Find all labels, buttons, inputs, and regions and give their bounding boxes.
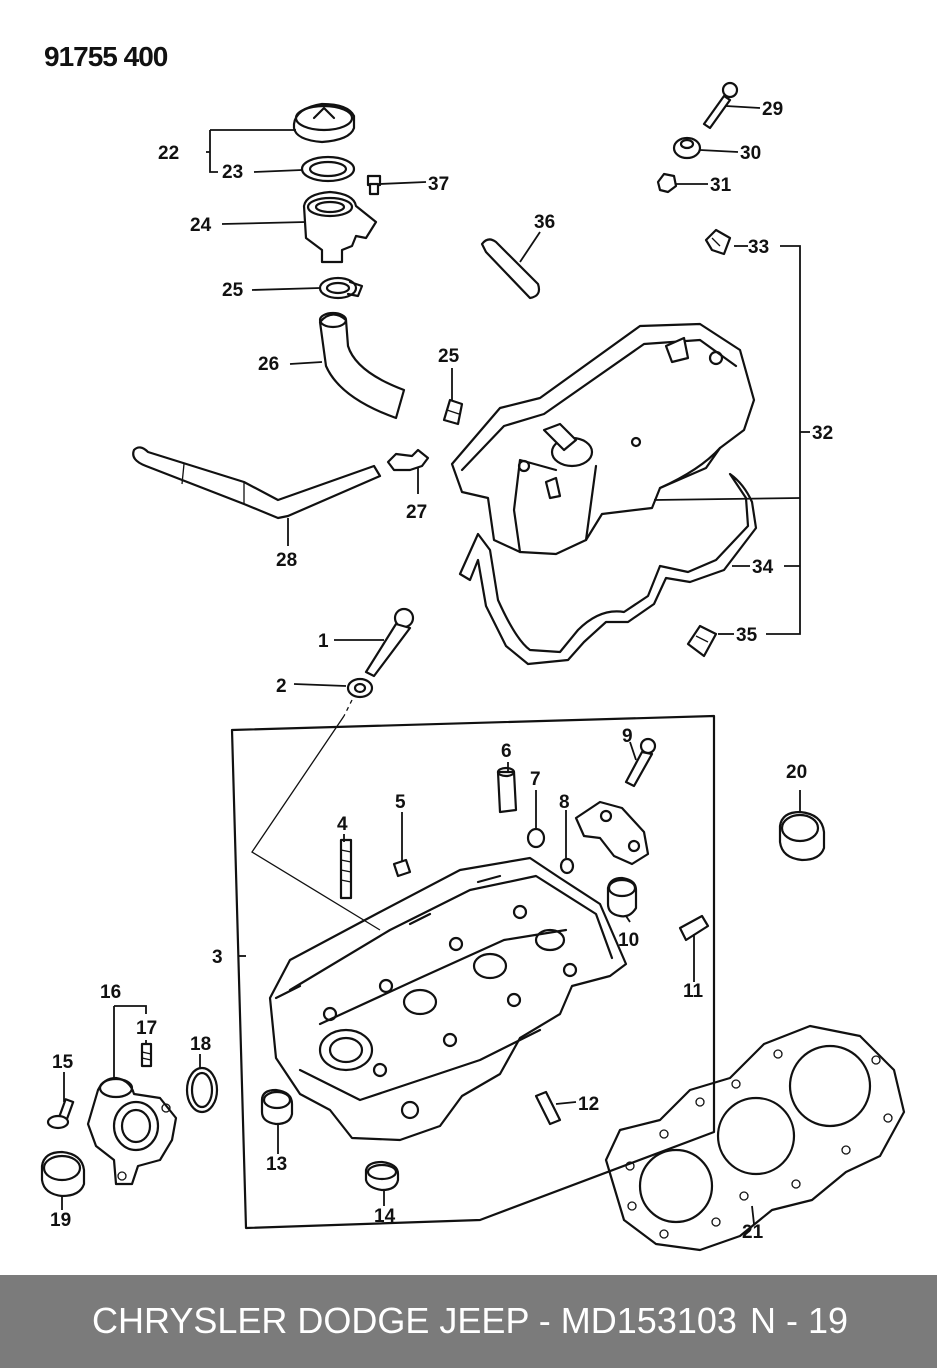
filler-neck xyxy=(302,190,378,264)
callout-24: 24 xyxy=(190,215,212,236)
callout-30: 30 xyxy=(740,143,761,164)
callout-31: 31 xyxy=(710,175,732,196)
footer-page-number: N - 19 xyxy=(750,1300,849,1341)
leader-lines xyxy=(61,105,810,1225)
callout-7: 7 xyxy=(530,769,541,790)
oil-filler-cap xyxy=(292,102,356,144)
callout-6: 6 xyxy=(501,741,512,762)
pcv-valve xyxy=(386,448,430,472)
callout-3: 3 xyxy=(212,947,223,968)
gasket-clip xyxy=(686,624,718,658)
cap-plug xyxy=(606,876,638,918)
callout-37: 37 xyxy=(428,174,449,195)
housing-stud xyxy=(140,1042,153,1068)
screw xyxy=(392,858,412,878)
head-bolt xyxy=(364,607,415,678)
footer-title: CHRYSLER DODGE JEEP - MD153103 xyxy=(92,1300,737,1341)
callout-12: 12 xyxy=(578,1094,599,1115)
small-hose xyxy=(480,238,541,300)
water-outlet-housing xyxy=(86,1076,178,1186)
callout-36: 36 xyxy=(534,212,555,233)
callout-labels: 1 2 3 4 5 6 7 8 9 10 11 12 13 14 15 16 1… xyxy=(50,99,833,1243)
callout-34: 34 xyxy=(752,557,774,578)
cover-gasket xyxy=(458,472,758,666)
hose-clamp-upper xyxy=(318,276,364,300)
callout-15: 15 xyxy=(52,1052,74,1073)
cylinder-head xyxy=(268,856,628,1142)
callout-27: 27 xyxy=(406,502,427,523)
oil-seal xyxy=(778,810,826,862)
plug-seal xyxy=(364,1160,400,1192)
valve-cover xyxy=(450,322,756,556)
callout-4: 4 xyxy=(337,814,348,835)
small-bolt xyxy=(366,174,382,196)
callout-2: 2 xyxy=(276,676,287,697)
callout-11: 11 xyxy=(683,981,704,1002)
short-stud xyxy=(534,1090,562,1126)
callout-9: 9 xyxy=(622,726,633,747)
callout-18: 18 xyxy=(190,1034,211,1055)
o-ring xyxy=(185,1066,219,1114)
stud xyxy=(339,838,353,900)
callout-25: 25 xyxy=(222,280,244,301)
dowel xyxy=(678,914,710,942)
cover-bolt xyxy=(702,81,739,130)
callout-17: 17 xyxy=(136,1018,157,1039)
callout-35: 35 xyxy=(736,625,758,646)
exploded-parts-diagram: 91755 400 xyxy=(40,41,906,1252)
callout-5: 5 xyxy=(395,792,406,813)
callout-16: 16 xyxy=(100,982,121,1003)
head-gasket xyxy=(604,1024,906,1252)
head-bolt-washer xyxy=(346,677,374,699)
footer-bar xyxy=(0,1275,937,1368)
callout-21: 21 xyxy=(742,1222,764,1243)
valve-seal xyxy=(526,827,546,849)
callout-33: 33 xyxy=(748,237,769,258)
washer xyxy=(656,172,678,194)
callout-29: 29 xyxy=(762,99,783,120)
seal-ring xyxy=(260,1088,294,1126)
callout-26: 26 xyxy=(258,354,279,375)
cam-bracket xyxy=(574,800,650,866)
bracket-bolt xyxy=(624,737,657,788)
cover-clip xyxy=(704,228,732,256)
housing-bolt xyxy=(46,1098,75,1130)
callout-20: 20 xyxy=(786,762,807,783)
cap-gasket xyxy=(300,155,356,183)
callout-19: 19 xyxy=(50,1210,71,1231)
valve-guide xyxy=(496,766,518,814)
callout-32: 32 xyxy=(812,423,833,444)
callout-23: 23 xyxy=(222,162,243,183)
diagram-code: 91755 400 xyxy=(44,41,168,72)
callout-28: 28 xyxy=(276,550,297,571)
breather-hose xyxy=(318,311,406,420)
ventilation-hose xyxy=(132,446,382,520)
callout-1: 1 xyxy=(318,631,329,652)
grommet xyxy=(672,136,702,160)
small-oil-seal xyxy=(40,1150,86,1198)
small-plug xyxy=(559,857,575,875)
callout-8: 8 xyxy=(559,792,570,813)
callout-25-second: 25 xyxy=(438,346,460,367)
hose-clamp-lower xyxy=(442,398,464,426)
cylinder-head-frame xyxy=(230,714,716,1230)
callout-22: 22 xyxy=(158,143,179,164)
callout-13: 13 xyxy=(266,1154,287,1175)
callout-14: 14 xyxy=(374,1206,396,1227)
callout-10: 10 xyxy=(618,930,639,951)
